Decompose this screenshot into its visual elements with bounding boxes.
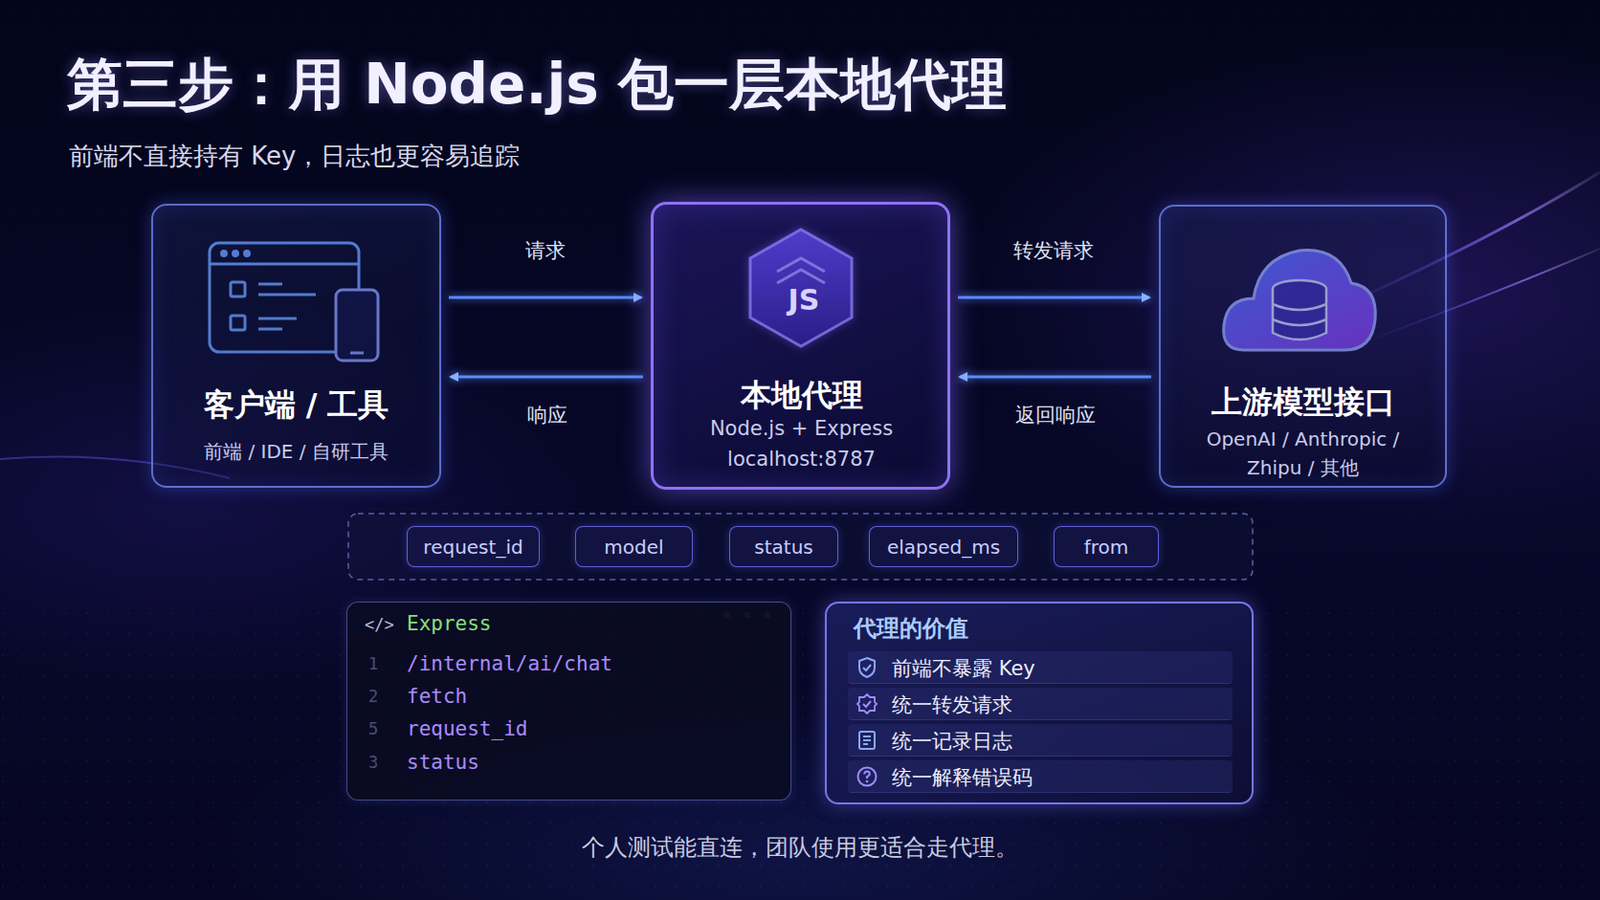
node-text: request_id [406,717,528,741]
node-text: </> [364,615,395,635]
page-subtitle: 前端不直接持有 Key，日志也更容易追踪 [68,139,520,174]
value-icon [855,729,879,753]
node-text: Node.js + Express [653,417,950,441]
node-text: 前端 / IDE / 自研工具 [153,439,440,466]
node-heading: model [576,535,692,559]
field-tag: request_id [406,526,540,568]
node-heading: request_id [407,535,539,559]
node-heading: 统一解释错误码 [891,764,1033,792]
upstream-box: 上游模型接口OpenAI / Anthropic / Zhipu / 其他 [1158,204,1447,489]
value-panel: 代理的价值前端不暴露 Key 统一转发请求统一记录日志统一解释错误码 [824,601,1254,805]
node-text: status [406,751,480,775]
node-text: /internal/ai/chat [406,652,613,676]
edge-label: 返回响应 [1015,401,1096,429]
flow-arrow [959,376,1152,379]
node-heading: 上游模型接口 [1160,381,1445,424]
client-box: 客户端 / 工具前端 / IDE / 自研工具 [151,203,442,489]
field-tag: from [1053,526,1159,568]
node-text: 2 [368,687,378,707]
edge-label: 请求 [525,237,566,265]
flow-arrow [448,296,642,300]
page-title: 第三步：用 Node.js 包一层本地代理 [66,47,1007,123]
node-text: Express [406,612,492,636]
field-tag: elapsed_ms [868,526,1019,568]
code-panel: </> Express 1/internal/ai/chat 2 fetch 5 reque… [346,601,792,801]
node-heading: 代理的价值 [853,613,969,645]
value-item: 统一解释错误码 [847,760,1233,794]
node-heading: status [730,535,838,559]
node-heading: 前端不暴露 Key [891,655,1036,683]
proxy-box: 本地代理Node.js + Express localhost:8787 [650,201,951,490]
node-heading: 本地代理 [653,375,950,418]
value-icon [855,656,879,680]
node-heading: 客户端 / 工具 [153,384,440,427]
node-text: fetch [406,685,467,709]
node-text: 1 [368,654,378,674]
flow-arrow [450,376,644,379]
field-tag: model [575,526,693,568]
node-heading: from [1054,535,1158,559]
node-text: localhost:8787 [653,447,950,471]
node-heading: 统一记录日志 [891,728,1013,756]
node-text: 5 [368,719,378,739]
field-band [348,513,1253,580]
edge-label: 响应 [527,401,568,429]
flow-arrow [957,296,1150,300]
node-text: 3 [368,753,378,773]
node-heading: elapsed_ms [869,535,1018,559]
node-heading: 统一转发请求 [891,691,1013,719]
value-icon [855,765,879,789]
value-icon [855,692,879,716]
value-item: 统一记录日志 [847,724,1233,757]
js-mark: JS [777,283,831,317]
edge-label: 转发请求 [1013,237,1094,265]
value-item: 前端不暴露 Key [847,651,1233,685]
page-caption: 个人测试能直连，团队使用更适合走代理。 [0,832,1600,864]
value-item: 统一转发请求 [847,688,1233,721]
field-tag: status [729,526,839,568]
node-text: OpenAI / Anthropic / Zhipu / 其他 [1195,424,1411,483]
